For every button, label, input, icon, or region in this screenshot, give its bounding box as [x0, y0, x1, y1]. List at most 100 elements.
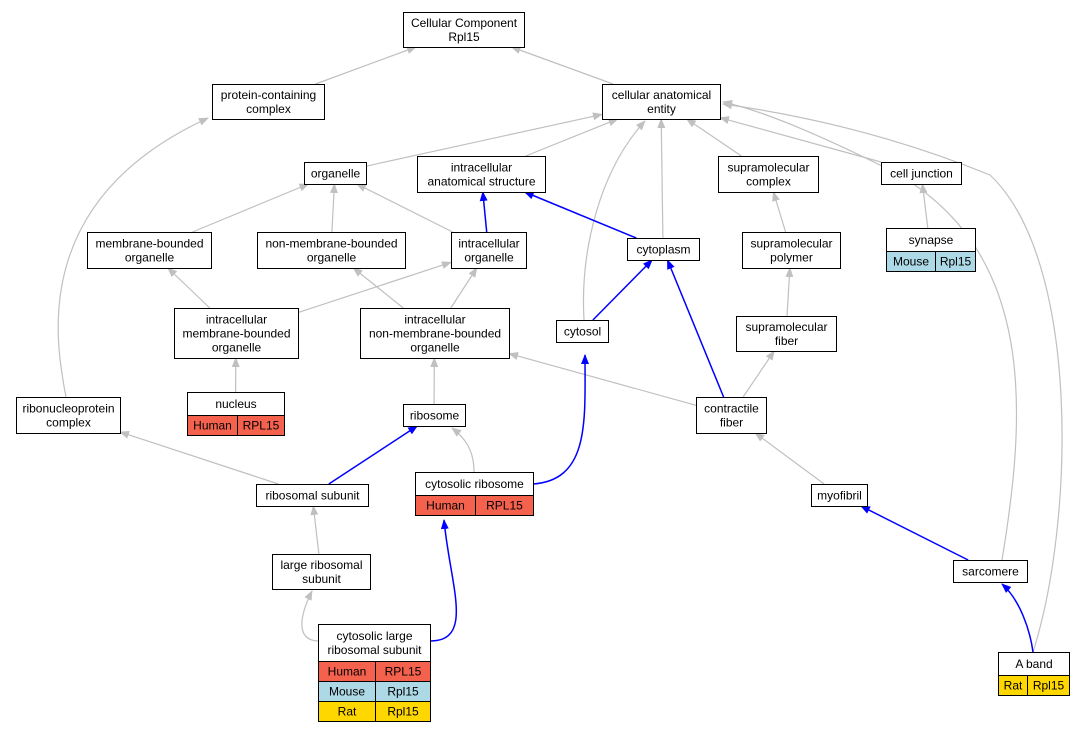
node-box [174, 308, 299, 359]
edge-myofibril-to-contractile [754, 432, 825, 485]
node-label: subunit [302, 572, 341, 586]
edge-ribosubunit-to-rnp [119, 431, 279, 485]
node-label: ribosome [410, 409, 460, 423]
species-name: Human [426, 499, 465, 513]
edge-io-to-ias [479, 191, 488, 233]
node-label: anatomical structure [427, 175, 535, 189]
node-sarcomere[interactable]: sarcomere [953, 560, 1028, 583]
node-label: intracellular [206, 313, 267, 327]
species-name: Rat [338, 705, 357, 719]
node-box [417, 156, 546, 193]
species-name: Rat [1004, 679, 1023, 693]
edge-contractile-to-cytoplasm [666, 259, 725, 398]
gene-symbol: RPL15 [243, 419, 280, 433]
node-label: cell junction [890, 167, 953, 181]
node-box [736, 316, 837, 352]
edge-cytosol-to-cytoplasm [592, 259, 653, 321]
node-myofibril[interactable]: myofibril [811, 484, 868, 507]
edge-ribosubunit-to-ribosome [328, 425, 419, 485]
edge-cytoplasm-to-cae [657, 118, 666, 239]
node-label: myofibril [817, 489, 862, 503]
node-label: ribosomal subunit [327, 643, 422, 657]
edge-cytoribo-to-cytosol [532, 354, 590, 485]
node-label: supramolecular [745, 320, 827, 334]
edge-contractile-to-suprafiber [742, 350, 775, 398]
edge-cytosol-to-cae [582, 120, 646, 321]
edge-imbo-to-mbo [167, 267, 211, 309]
edge-rnp-to-pcc [57, 117, 209, 398]
edge-cytoplasm-to-ias [523, 191, 637, 239]
edge-aband-to-sarcomere [1001, 583, 1034, 653]
node-box [256, 484, 369, 507]
gene-symbol: RPL15 [385, 665, 422, 679]
node-cytoplasm[interactable]: cytoplasm [627, 238, 700, 261]
node-box [451, 232, 527, 269]
edge-io-to-organelle [356, 183, 453, 233]
node-label: cytoplasm [636, 243, 690, 257]
node-label: polymer [770, 251, 813, 265]
node-ribosome[interactable]: ribosome [403, 404, 466, 427]
node-label: intracellular [458, 237, 519, 251]
node-label: cytosolic large [336, 629, 412, 643]
edge-sarcomere-to-cae [722, 99, 1018, 561]
edge-ias-to-cae [525, 118, 619, 157]
gene-cell [375, 701, 431, 722]
node-label: intracellular [451, 161, 512, 175]
node-label: sarcomere [962, 565, 1019, 579]
edge-supracomplex-to-cae [685, 118, 742, 157]
node-label: cellular anatomical [612, 88, 711, 102]
node-label: non-membrane-bounded [265, 237, 397, 251]
edge-organelle-to-cae [365, 112, 603, 167]
node-box [953, 560, 1028, 583]
node-box [403, 404, 466, 427]
node-box [742, 232, 841, 269]
node-box [318, 624, 431, 662]
node-label: organelle [125, 251, 175, 265]
node-cytosol[interactable]: cytosol [556, 320, 609, 343]
edge-mbo-to-organelle [192, 183, 310, 233]
gene-symbol: Rpl15 [940, 255, 972, 269]
gene-symbol: Rpl15 [387, 685, 419, 699]
gene-symbol: Rpl15 [1033, 679, 1065, 693]
node-label: non-membrane-bounded [369, 327, 501, 341]
edge-imbo-to-io [297, 261, 452, 314]
node-label: complex [246, 102, 291, 116]
node-label: fiber [720, 416, 743, 430]
node-label: synapse [909, 233, 954, 247]
node-label: fiber [775, 334, 798, 348]
node-inmbo[interactable]: intracellularnon-membrane-boundedorganel… [360, 308, 510, 359]
node-label: cytosol [564, 325, 601, 339]
node-label: organelle [311, 167, 361, 181]
edge-cae-to-root [510, 46, 614, 85]
edge-cytoribo-to-ribosome [451, 427, 475, 473]
node-celljunction[interactable]: cell junction [881, 162, 962, 185]
node-box [304, 162, 367, 185]
node-ribosubunit[interactable]: ribosomal subunit [256, 484, 369, 507]
node-label: membrane-bounded [95, 237, 203, 251]
node-organelle[interactable]: organelle [304, 162, 367, 185]
node-label: complex [746, 175, 791, 189]
gene-cell [237, 415, 285, 436]
node-label: supramolecular [750, 237, 832, 251]
species-name: Mouse [893, 255, 929, 269]
